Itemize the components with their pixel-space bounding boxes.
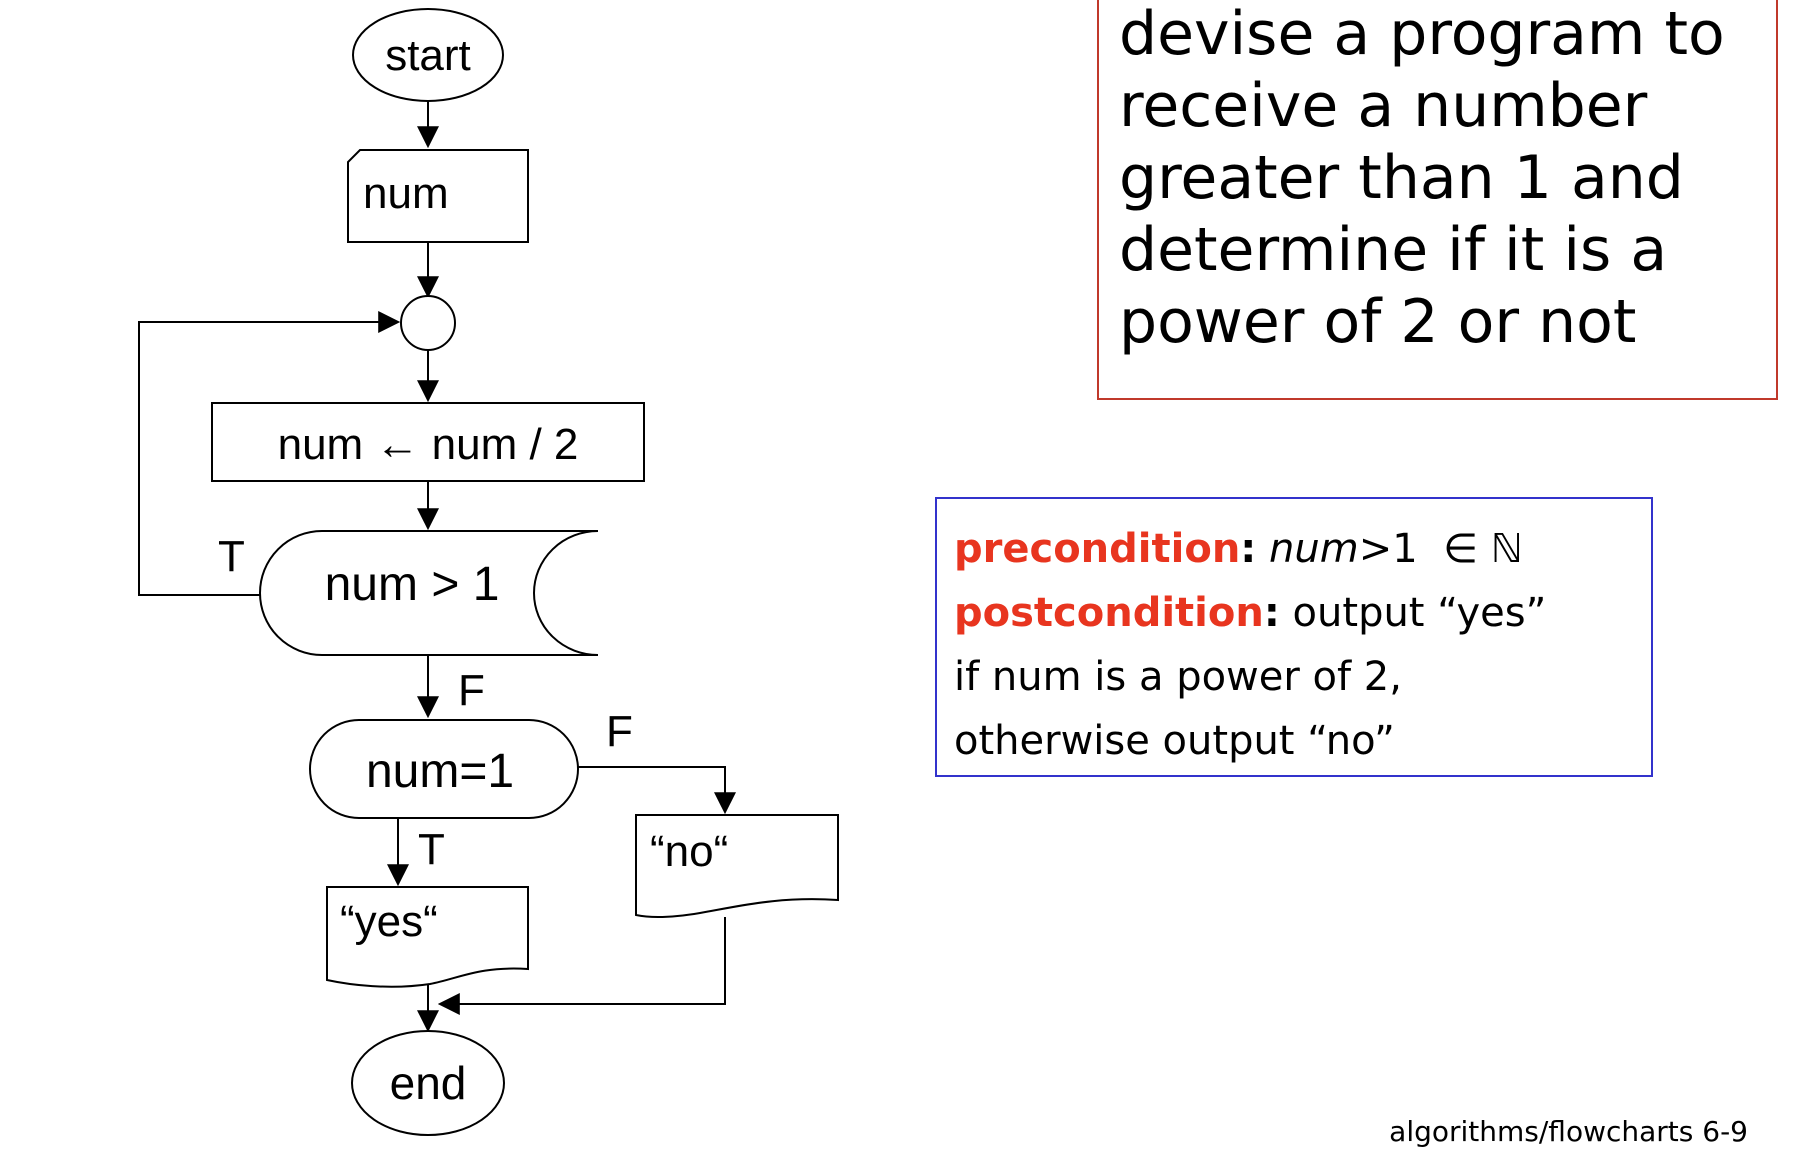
precondition-set: ∈ ℕ xyxy=(1443,526,1523,572)
check-condition: num=1 xyxy=(309,719,579,819)
output-no: “no“ xyxy=(635,814,839,919)
problem-statement: devise a program to receive a number gre… xyxy=(1097,0,1778,400)
postcondition-keyword: postcondition xyxy=(954,590,1264,636)
precondition-colon: : xyxy=(1240,526,1257,572)
postcondition-text: output “yes” xyxy=(1279,590,1547,636)
postcondition-line: postcondition: output “yes” xyxy=(954,581,1635,645)
output-yes-label: “yes“ xyxy=(340,897,438,946)
postcondition-line-3: otherwise output “no” xyxy=(954,718,1395,764)
loop-condition-label: num > 1 xyxy=(325,558,500,611)
problem-line: determine if it is a xyxy=(1119,215,1668,285)
precondition-keyword: precondition xyxy=(954,526,1241,572)
start-terminal: start xyxy=(352,8,504,102)
loop-back-path xyxy=(138,311,401,596)
check-true-label: T xyxy=(418,825,445,874)
assign-process: num ← num / 2 xyxy=(211,402,645,482)
start-label: start xyxy=(385,31,471,80)
assign-label: num ← num / 2 xyxy=(278,420,579,469)
check-false-label: F xyxy=(606,707,633,756)
conditions-box: precondition: num>1 ∈ ℕ postcondition: o… xyxy=(935,497,1653,777)
problem-line: receive a number xyxy=(1119,71,1648,141)
postcondition-line-2: if num is a power of 2, xyxy=(954,654,1402,700)
problem-line: greater than 1 and xyxy=(1119,143,1684,213)
problem-line: devise a program to xyxy=(1119,0,1725,69)
loop-connector xyxy=(400,295,456,351)
loop-true-label: T xyxy=(218,532,245,581)
flowchart: start num num ← num / 2 num > 1 T F num=… xyxy=(138,8,839,1136)
input-num-label: num xyxy=(363,169,449,218)
output-no-label: “no“ xyxy=(650,827,728,876)
end-terminal: end xyxy=(351,1030,505,1136)
arrow-check-false xyxy=(578,766,736,815)
precondition-variable: num xyxy=(1269,526,1359,572)
loop-condition: num > 1 xyxy=(259,530,599,656)
check-condition-label: num=1 xyxy=(366,745,514,798)
precondition-relation: >1 xyxy=(1358,526,1418,572)
postcondition-colon: : xyxy=(1263,590,1280,636)
end-label: end xyxy=(390,1057,467,1109)
loop-false-label: F xyxy=(458,666,485,715)
precondition-line: precondition: num>1 ∈ ℕ xyxy=(954,517,1635,581)
path-no-to-merge xyxy=(437,917,726,1015)
input-num: num xyxy=(347,149,529,243)
output-yes: “yes“ xyxy=(326,886,529,988)
slide-footer: algorithms/flowcharts 6-9 xyxy=(1389,1115,1748,1148)
problem-line: power of 2 or not xyxy=(1119,287,1637,357)
